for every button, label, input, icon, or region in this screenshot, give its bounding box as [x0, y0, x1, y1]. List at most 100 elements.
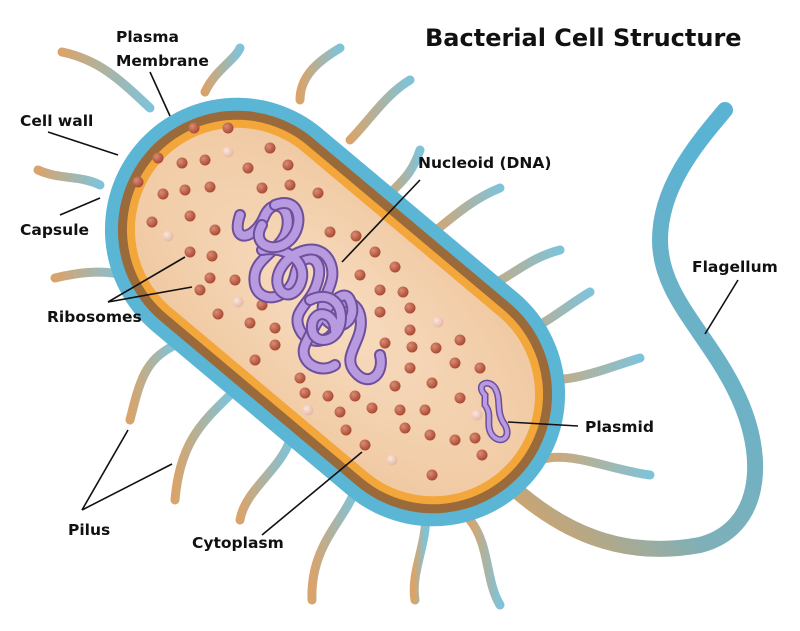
ribosome [349, 390, 361, 402]
ribosome [212, 308, 224, 320]
label-flagellum: Flagellum [692, 258, 778, 276]
ribosome [204, 272, 216, 284]
ribosome [334, 406, 346, 418]
pilus [235, 435, 295, 525]
ribosome [188, 122, 200, 134]
ribosome [366, 402, 378, 414]
leader-lines [47, 71, 739, 536]
diagram-title: Bacterial Cell Structure [425, 24, 742, 52]
leader-ribosome-2 [107, 286, 193, 303]
ribosome [269, 322, 281, 334]
ribosome [194, 284, 206, 296]
ribosome [179, 184, 191, 196]
ribosome [432, 316, 444, 328]
label-plasmid: Plasmid [585, 418, 654, 436]
ribosome [222, 122, 234, 134]
ribosome [176, 157, 188, 169]
ribosome [249, 354, 261, 366]
ribosome [389, 261, 401, 273]
ribosome [232, 296, 244, 308]
plasmid [477, 379, 511, 444]
ribosome [449, 357, 461, 369]
ribosome [426, 377, 438, 389]
ribosome [389, 380, 401, 392]
ribosome [404, 302, 416, 314]
ribosome [162, 230, 174, 242]
label-ribosomes: Ribosomes [47, 308, 142, 326]
ribosomes-group [132, 122, 488, 481]
ribosome [206, 250, 218, 262]
ribosome [404, 362, 416, 374]
ribosome [419, 404, 431, 416]
ribosome [386, 454, 398, 466]
ribosome [340, 424, 352, 436]
ribosome [157, 188, 169, 200]
ribosome [469, 432, 481, 444]
label-plasma-membrane-line2: Membrane [116, 52, 209, 70]
ribosome [282, 159, 294, 171]
leader-plasma-membrane [149, 71, 171, 117]
ribosome [199, 154, 211, 166]
ribosome [324, 226, 336, 238]
flagellum [502, 102, 764, 557]
ribosome [404, 324, 416, 336]
pilus [200, 43, 245, 97]
leader-cytoplasm [261, 451, 363, 536]
ribosome [146, 216, 158, 228]
ribosome [454, 334, 466, 346]
leader-pilus-1 [81, 429, 129, 511]
leader-cell-wall [47, 131, 119, 156]
pilus [170, 390, 235, 505]
ribosome [269, 339, 281, 351]
pilus [295, 43, 345, 105]
ribosome [312, 187, 324, 199]
nucleoid-dna [231, 197, 387, 385]
label-capsule: Capsule [20, 221, 89, 239]
ribosome [244, 317, 256, 329]
ribosome [374, 306, 386, 318]
pilus [307, 485, 360, 605]
ribosome [430, 342, 442, 354]
leader-plasmid [507, 421, 579, 427]
ribosome [379, 337, 391, 349]
ribosome [302, 404, 314, 416]
ribosome [152, 152, 164, 164]
label-plasma-membrane-line1: Plasma [116, 28, 179, 46]
ribosome [406, 341, 418, 353]
leader-pilus-2 [81, 463, 173, 511]
ribosome [294, 372, 306, 384]
pilus [425, 183, 505, 240]
ribosome [354, 269, 366, 281]
ribosome [474, 362, 486, 374]
ribosome [426, 469, 438, 481]
ribosome [184, 210, 196, 222]
pilus [535, 452, 655, 480]
label-nucleoid: Nucleoid (DNA) [418, 154, 551, 172]
ribosome [350, 230, 362, 242]
ribosome [399, 422, 411, 434]
ribosome [476, 449, 488, 461]
leader-capsule [59, 197, 101, 216]
ribosome [242, 162, 254, 174]
ribosome [229, 274, 241, 286]
ribosome [397, 286, 409, 298]
pilus [33, 165, 105, 190]
label-pilus: Pilus [68, 521, 110, 539]
label-cytoplasm: Cytoplasm [192, 534, 284, 552]
ribosome [284, 179, 296, 191]
ribosome [394, 404, 406, 416]
leader-flagellum [704, 279, 739, 335]
pilus [465, 515, 505, 610]
label-cell-wall: Cell wall [20, 112, 93, 130]
ribosome [369, 246, 381, 258]
ribosome [322, 390, 334, 402]
ribosome [256, 182, 268, 194]
ribosome [222, 146, 234, 158]
ribosome [209, 224, 221, 236]
ribosome [374, 284, 386, 296]
pilus [345, 75, 415, 145]
ribosome [359, 439, 371, 451]
ribosome [299, 387, 311, 399]
leader-nucleoid [341, 179, 421, 263]
